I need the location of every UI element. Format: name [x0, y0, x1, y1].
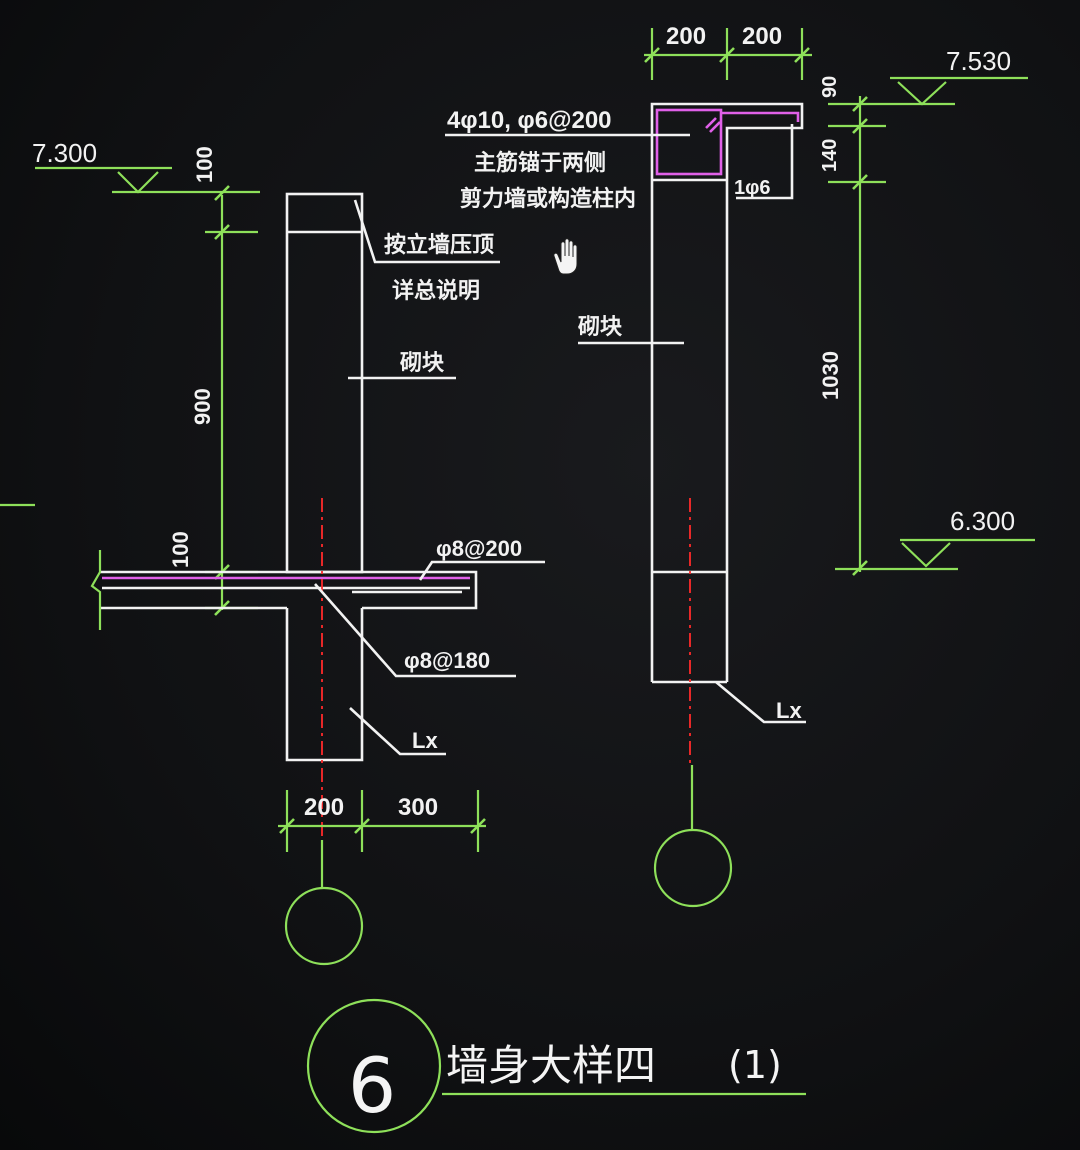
detail-number-circle	[306, 998, 442, 1134]
left-wall-note: 砌块	[399, 350, 445, 375]
left-wall-detail: 7.300 100 900 100 按立墙压顶	[0, 138, 545, 966]
right-main-rebar: 4φ10, φ6@200	[447, 107, 612, 134]
detail-title: 墙身大样四	[446, 1041, 656, 1090]
left-rebar-top: φ8@200	[436, 536, 522, 561]
left-beam-label: Lx	[412, 728, 438, 753]
left-rebar-bottom-leader	[314, 583, 516, 678]
right-side-rebar: 1φ6	[734, 177, 771, 199]
right-elevation-bottom-text: 6.300	[950, 506, 1015, 536]
right-dim-upper: 140	[819, 139, 841, 172]
right-cap-hook	[721, 111, 800, 122]
left-dim-width-a: 200	[304, 794, 344, 821]
right-side-rebar-leader	[736, 124, 794, 200]
left-dim-mid: 900	[190, 388, 215, 425]
detail-number: 6	[348, 1041, 396, 1130]
right-axis-bubble	[653, 828, 733, 908]
right-wall-outline-left	[650, 102, 804, 682]
right-note-1: 主筋锚于两侧	[474, 150, 606, 175]
left-rebar-top-leader	[418, 560, 545, 581]
left-slab-outline	[100, 570, 478, 610]
right-dim-top-b: 200	[742, 23, 782, 50]
left-slab-break-line	[90, 550, 102, 630]
right-dim-main: 1030	[818, 351, 843, 400]
title-block: 6 墙身大样四 (1)	[306, 998, 806, 1134]
left-beam-leader	[349, 707, 446, 756]
right-note-2: 剪力墙或构造柱内	[460, 186, 636, 211]
left-dim-width-b: 300	[398, 794, 438, 821]
left-axis-bubble	[284, 886, 364, 966]
right-dim-cap: 90	[819, 76, 841, 98]
right-cap-stirrup	[655, 108, 723, 176]
left-cap-note-1: 按立墙压顶	[384, 232, 494, 257]
left-wall-upper	[285, 192, 364, 574]
right-elevation-top-text: 7.530	[946, 46, 1011, 76]
detail-scale: (1)	[728, 1043, 782, 1087]
left-rebar-bottom: φ8@180	[404, 648, 490, 673]
right-elevation-top-triangle	[897, 81, 947, 106]
right-wall-note: 砌块	[577, 314, 623, 339]
right-beam-label: Lx	[776, 698, 802, 723]
left-cap-note-2: 详总说明	[392, 278, 480, 303]
right-beam-leader	[715, 681, 806, 724]
left-dim-slab: 100	[168, 531, 193, 568]
left-elevation-text: 7.300	[32, 138, 97, 168]
left-cap-leader	[353, 199, 500, 264]
left-elevation-triangle	[117, 171, 159, 194]
hand-cursor-icon	[553, 238, 578, 275]
right-dim-top-a: 200	[666, 23, 706, 50]
left-dim-top: 100	[192, 146, 217, 183]
right-wall-detail: 200 200 7.530 90 140 1030 6.300	[445, 23, 1035, 908]
left-beam	[285, 608, 364, 762]
right-elevation-bottom-triangle	[901, 542, 951, 568]
